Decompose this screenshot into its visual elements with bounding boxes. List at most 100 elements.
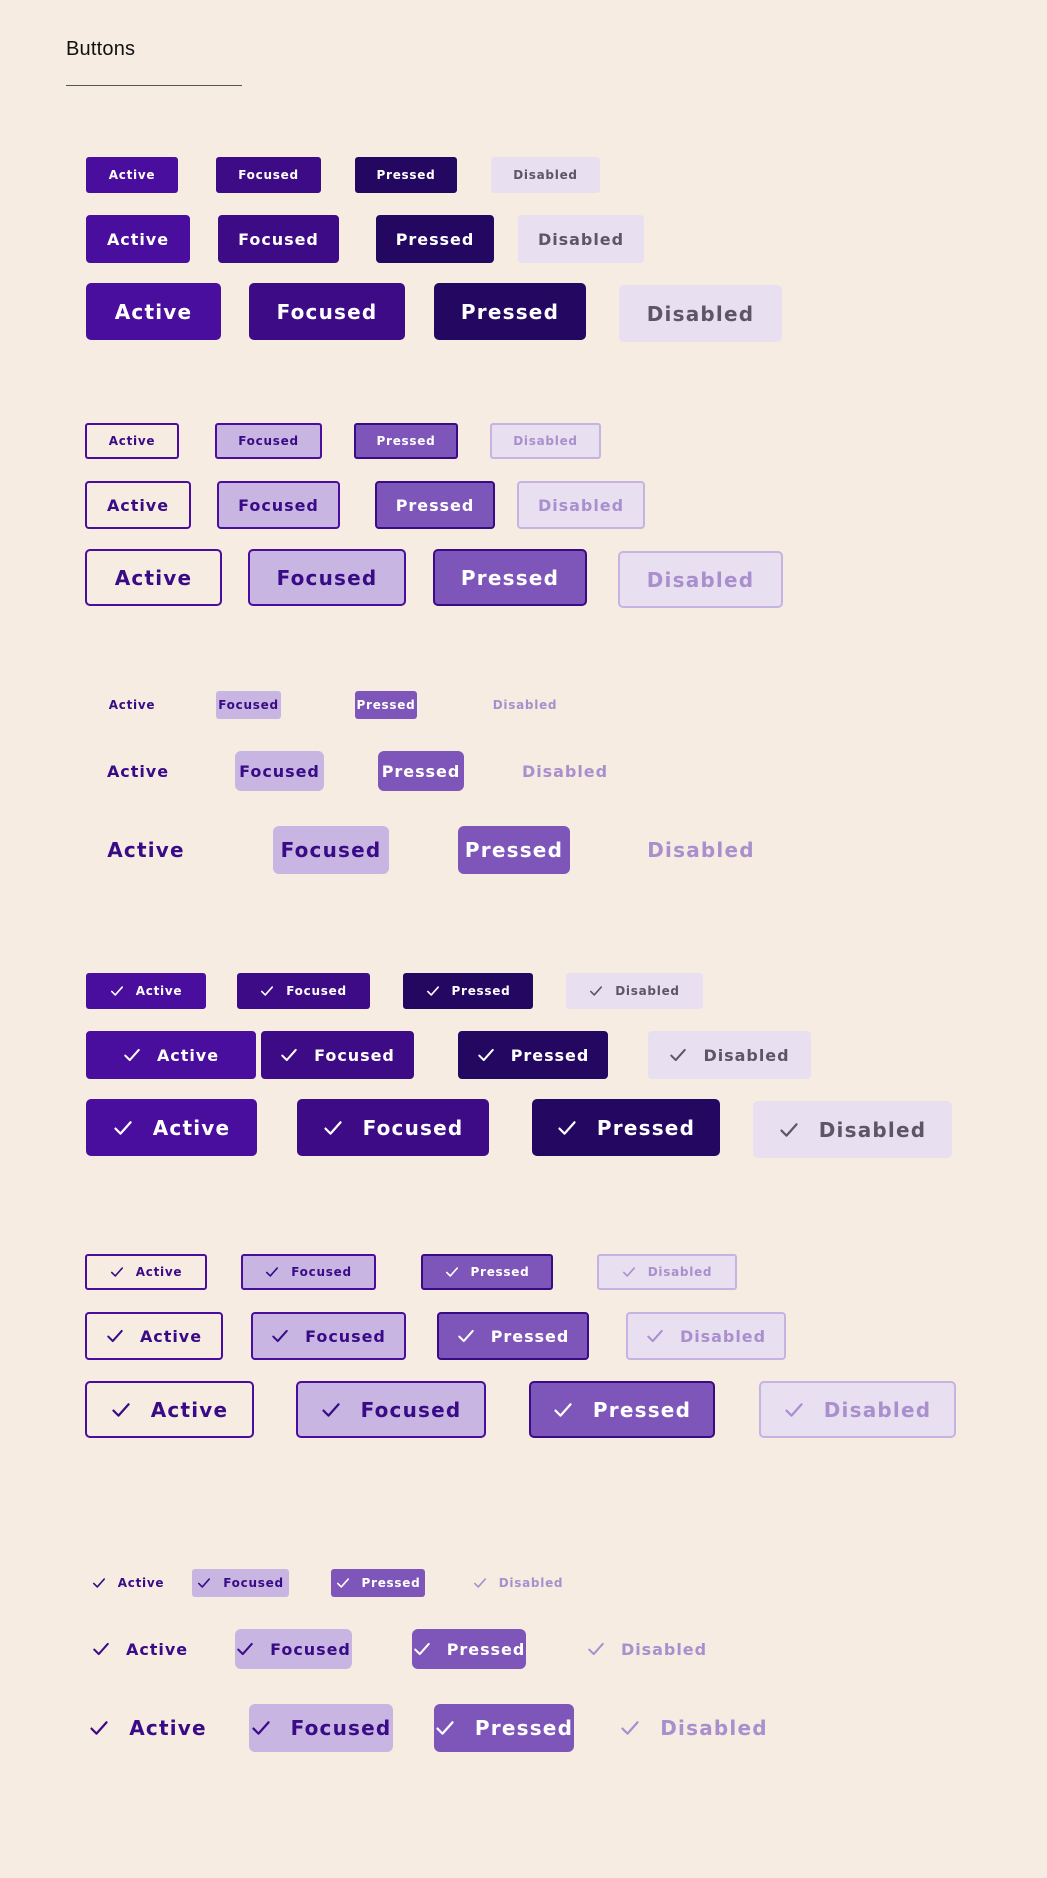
- outline-icon-focused-button-large[interactable]: Focused: [296, 1381, 486, 1438]
- filled-icon-pressed-button-small[interactable]: Pressed: [403, 973, 533, 1009]
- outline-focused-button-medium[interactable]: Focused: [217, 481, 340, 529]
- ghost-icon-pressed-button-small[interactable]: Pressed: [331, 1569, 425, 1597]
- button-label: Disabled: [823, 1397, 932, 1422]
- filled-icon-focused-button-small[interactable]: Focused: [237, 973, 370, 1009]
- check-icon: [106, 1327, 124, 1345]
- check-icon: [271, 1327, 289, 1345]
- button-label: Focused: [238, 495, 319, 515]
- outline-pressed-button-large[interactable]: Pressed: [433, 549, 587, 606]
- check-icon: [477, 1046, 495, 1064]
- check-icon: [197, 1576, 211, 1590]
- outline-icon-pressed-button-large[interactable]: Pressed: [529, 1381, 715, 1438]
- filled-icon-active-button-large[interactable]: Active: [86, 1099, 257, 1156]
- ghost-focused-button-small[interactable]: Focused: [216, 691, 281, 719]
- ghost-focused-button-medium[interactable]: Focused: [235, 751, 324, 791]
- ghost-icon-focused-button-small[interactable]: Focused: [192, 1569, 289, 1597]
- outline-icon-focused-button-medium[interactable]: Focused: [251, 1312, 406, 1360]
- outline-icon-pressed-button-small[interactable]: Pressed: [421, 1254, 553, 1290]
- check-icon: [321, 1400, 341, 1420]
- ghost-icon-active-button-large[interactable]: Active: [90, 1704, 206, 1752]
- filled-pressed-button-small[interactable]: Pressed: [355, 157, 457, 193]
- outline-pressed-button-small[interactable]: Pressed: [354, 423, 458, 459]
- check-icon: [622, 1265, 636, 1279]
- button-label: Focused: [218, 698, 279, 712]
- ghost-active-button-small[interactable]: Active: [100, 691, 164, 719]
- check-icon: [620, 1718, 640, 1738]
- outline-active-button-small[interactable]: Active: [85, 423, 179, 459]
- button-label: Pressed: [460, 299, 560, 324]
- button-label: Pressed: [361, 1576, 421, 1590]
- button-label: Focused: [362, 1115, 464, 1140]
- button-label: Focused: [286, 984, 347, 998]
- outline-active-button-large[interactable]: Active: [85, 549, 222, 606]
- filled-icon-active-button-medium[interactable]: Active: [86, 1031, 256, 1079]
- button-label: Disabled: [818, 1117, 927, 1142]
- outline-focused-button-small[interactable]: Focused: [215, 423, 322, 459]
- outline-icon-active-button-small[interactable]: Active: [85, 1254, 207, 1290]
- button-label: Pressed: [446, 1639, 526, 1659]
- filled-active-button-medium[interactable]: Active: [86, 215, 190, 263]
- button-label: Focused: [223, 1576, 284, 1590]
- ghost-icon-active-button-small[interactable]: Active: [88, 1569, 168, 1597]
- outline-icon-active-button-large[interactable]: Active: [85, 1381, 254, 1438]
- filled-focused-button-large[interactable]: Focused: [249, 283, 405, 340]
- button-label: Disabled: [646, 301, 755, 326]
- filled-icon-pressed-button-medium[interactable]: Pressed: [458, 1031, 608, 1079]
- filled-icon-focused-button-medium[interactable]: Focused: [261, 1031, 414, 1079]
- check-icon: [123, 1046, 141, 1064]
- button-label: Disabled: [647, 1265, 713, 1279]
- ghost-pressed-button-small[interactable]: Pressed: [355, 691, 417, 719]
- check-icon: [280, 1046, 298, 1064]
- ghost-icon-pressed-button-large[interactable]: Pressed: [434, 1704, 574, 1752]
- check-icon: [589, 984, 603, 998]
- button-label: Pressed: [474, 1716, 574, 1740]
- button-label: Focused: [238, 168, 299, 182]
- ghost-icon-pressed-button-medium[interactable]: Pressed: [412, 1629, 526, 1669]
- ghost-pressed-button-large[interactable]: Pressed: [458, 826, 570, 874]
- button-label: Disabled: [660, 1716, 768, 1740]
- ghost-active-button-medium[interactable]: Active: [100, 751, 176, 791]
- check-icon: [265, 1265, 279, 1279]
- filled-pressed-button-medium[interactable]: Pressed: [376, 215, 494, 263]
- filled-icon-focused-button-large[interactable]: Focused: [297, 1099, 489, 1156]
- button-label: Disabled: [679, 1326, 766, 1346]
- outline-icon-focused-button-small[interactable]: Focused: [241, 1254, 376, 1290]
- filled-disabled-button-medium: Disabled: [518, 215, 644, 263]
- outline-icon-active-button-medium[interactable]: Active: [85, 1312, 223, 1360]
- filled-icon-pressed-button-large[interactable]: Pressed: [532, 1099, 720, 1156]
- ghost-focused-button-large[interactable]: Focused: [273, 826, 389, 874]
- ghost-icon-focused-button-large[interactable]: Focused: [249, 1704, 393, 1752]
- filled-focused-button-small[interactable]: Focused: [216, 157, 321, 193]
- ghost-icon-focused-button-medium[interactable]: Focused: [235, 1629, 352, 1669]
- button-label: Focused: [360, 1397, 462, 1422]
- outline-pressed-button-medium[interactable]: Pressed: [375, 481, 495, 529]
- filled-icon-active-button-small[interactable]: Active: [86, 973, 206, 1009]
- ghost-pressed-button-medium[interactable]: Pressed: [378, 751, 464, 791]
- filled-active-button-large[interactable]: Active: [86, 283, 221, 340]
- check-icon: [336, 1576, 350, 1590]
- filled-pressed-button-large[interactable]: Pressed: [434, 283, 586, 340]
- button-label: Pressed: [376, 434, 436, 448]
- ghost-active-button-large[interactable]: Active: [100, 826, 192, 874]
- check-icon: [92, 1576, 106, 1590]
- button-label: Disabled: [703, 1045, 790, 1065]
- button-label: Pressed: [592, 1397, 692, 1422]
- button-label: Pressed: [460, 565, 560, 590]
- check-icon: [113, 1118, 133, 1138]
- check-icon: [779, 1120, 799, 1140]
- button-label: Focused: [291, 1265, 352, 1279]
- button-label: Disabled: [513, 168, 578, 182]
- ghost-icon-active-button-medium[interactable]: Active: [92, 1629, 188, 1669]
- check-icon: [557, 1118, 577, 1138]
- outline-icon-pressed-button-medium[interactable]: Pressed: [437, 1312, 589, 1360]
- button-label: Active: [150, 1397, 229, 1422]
- button-label: Active: [106, 761, 170, 781]
- filled-focused-button-medium[interactable]: Focused: [218, 215, 339, 263]
- button-label: Focused: [238, 434, 299, 448]
- outline-active-button-medium[interactable]: Active: [85, 481, 191, 529]
- page-title: Buttons: [66, 38, 136, 60]
- outline-icon-disabled-button-large: Disabled: [759, 1381, 956, 1438]
- check-icon: [110, 984, 124, 998]
- outline-focused-button-large[interactable]: Focused: [248, 549, 406, 606]
- filled-active-button-small[interactable]: Active: [86, 157, 178, 193]
